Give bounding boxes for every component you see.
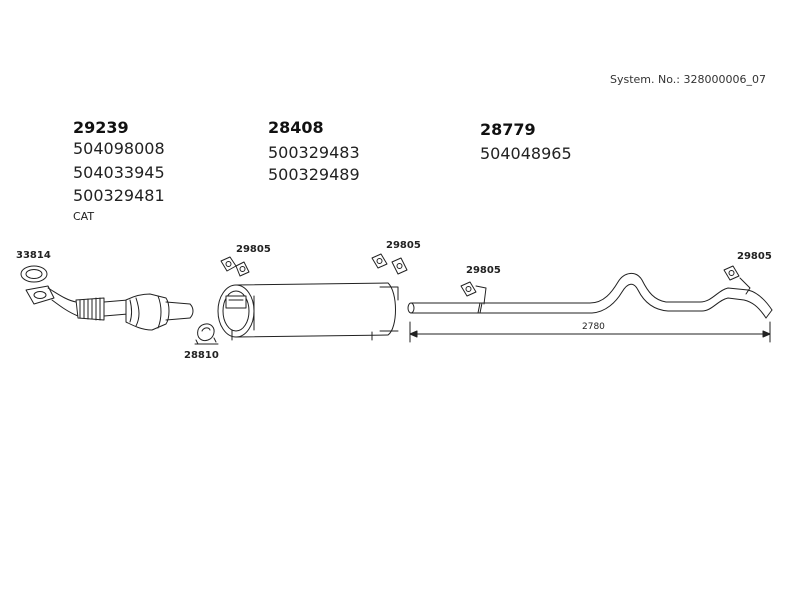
callout-clamp: 28810 (184, 350, 219, 361)
rubber-hanger-icon (460, 281, 477, 297)
dimension-line (409, 321, 771, 343)
rear-muffler-icon (217, 282, 399, 341)
callout-gasket: 33814 (16, 250, 51, 261)
catalytic-converter-icon (125, 293, 194, 331)
part-number: 500329481 (73, 186, 165, 205)
rubber-hanger-icon (723, 265, 740, 281)
system-number: System. No.: 328000006_07 (610, 73, 766, 86)
callout-hanger: 29805 (737, 251, 772, 262)
callout-hanger: 29805 (236, 244, 271, 255)
cat-note: CAT (73, 210, 95, 223)
callout-hanger: 29805 (386, 240, 421, 251)
rubber-hanger-icon (371, 253, 408, 275)
clamp-icon (194, 323, 219, 345)
callout-hanger: 29805 (466, 265, 501, 276)
part-number: 500329483 (268, 143, 360, 162)
group-title-28408: 28408 (268, 118, 324, 137)
group-title-28779: 28779 (480, 120, 536, 139)
part-number: 504048965 (480, 144, 572, 163)
part-number: 504098008 (73, 139, 165, 158)
group-title-29239: 29239 (73, 118, 129, 137)
front-pipe-icon (25, 285, 129, 321)
rubber-hanger-icon (220, 256, 250, 277)
part-number: 500329489 (268, 165, 360, 184)
dimension-label: 2780 (582, 322, 605, 332)
tail-pipe-icon (407, 273, 773, 319)
gasket-ring-icon (20, 265, 48, 283)
part-number: 504033945 (73, 163, 165, 182)
